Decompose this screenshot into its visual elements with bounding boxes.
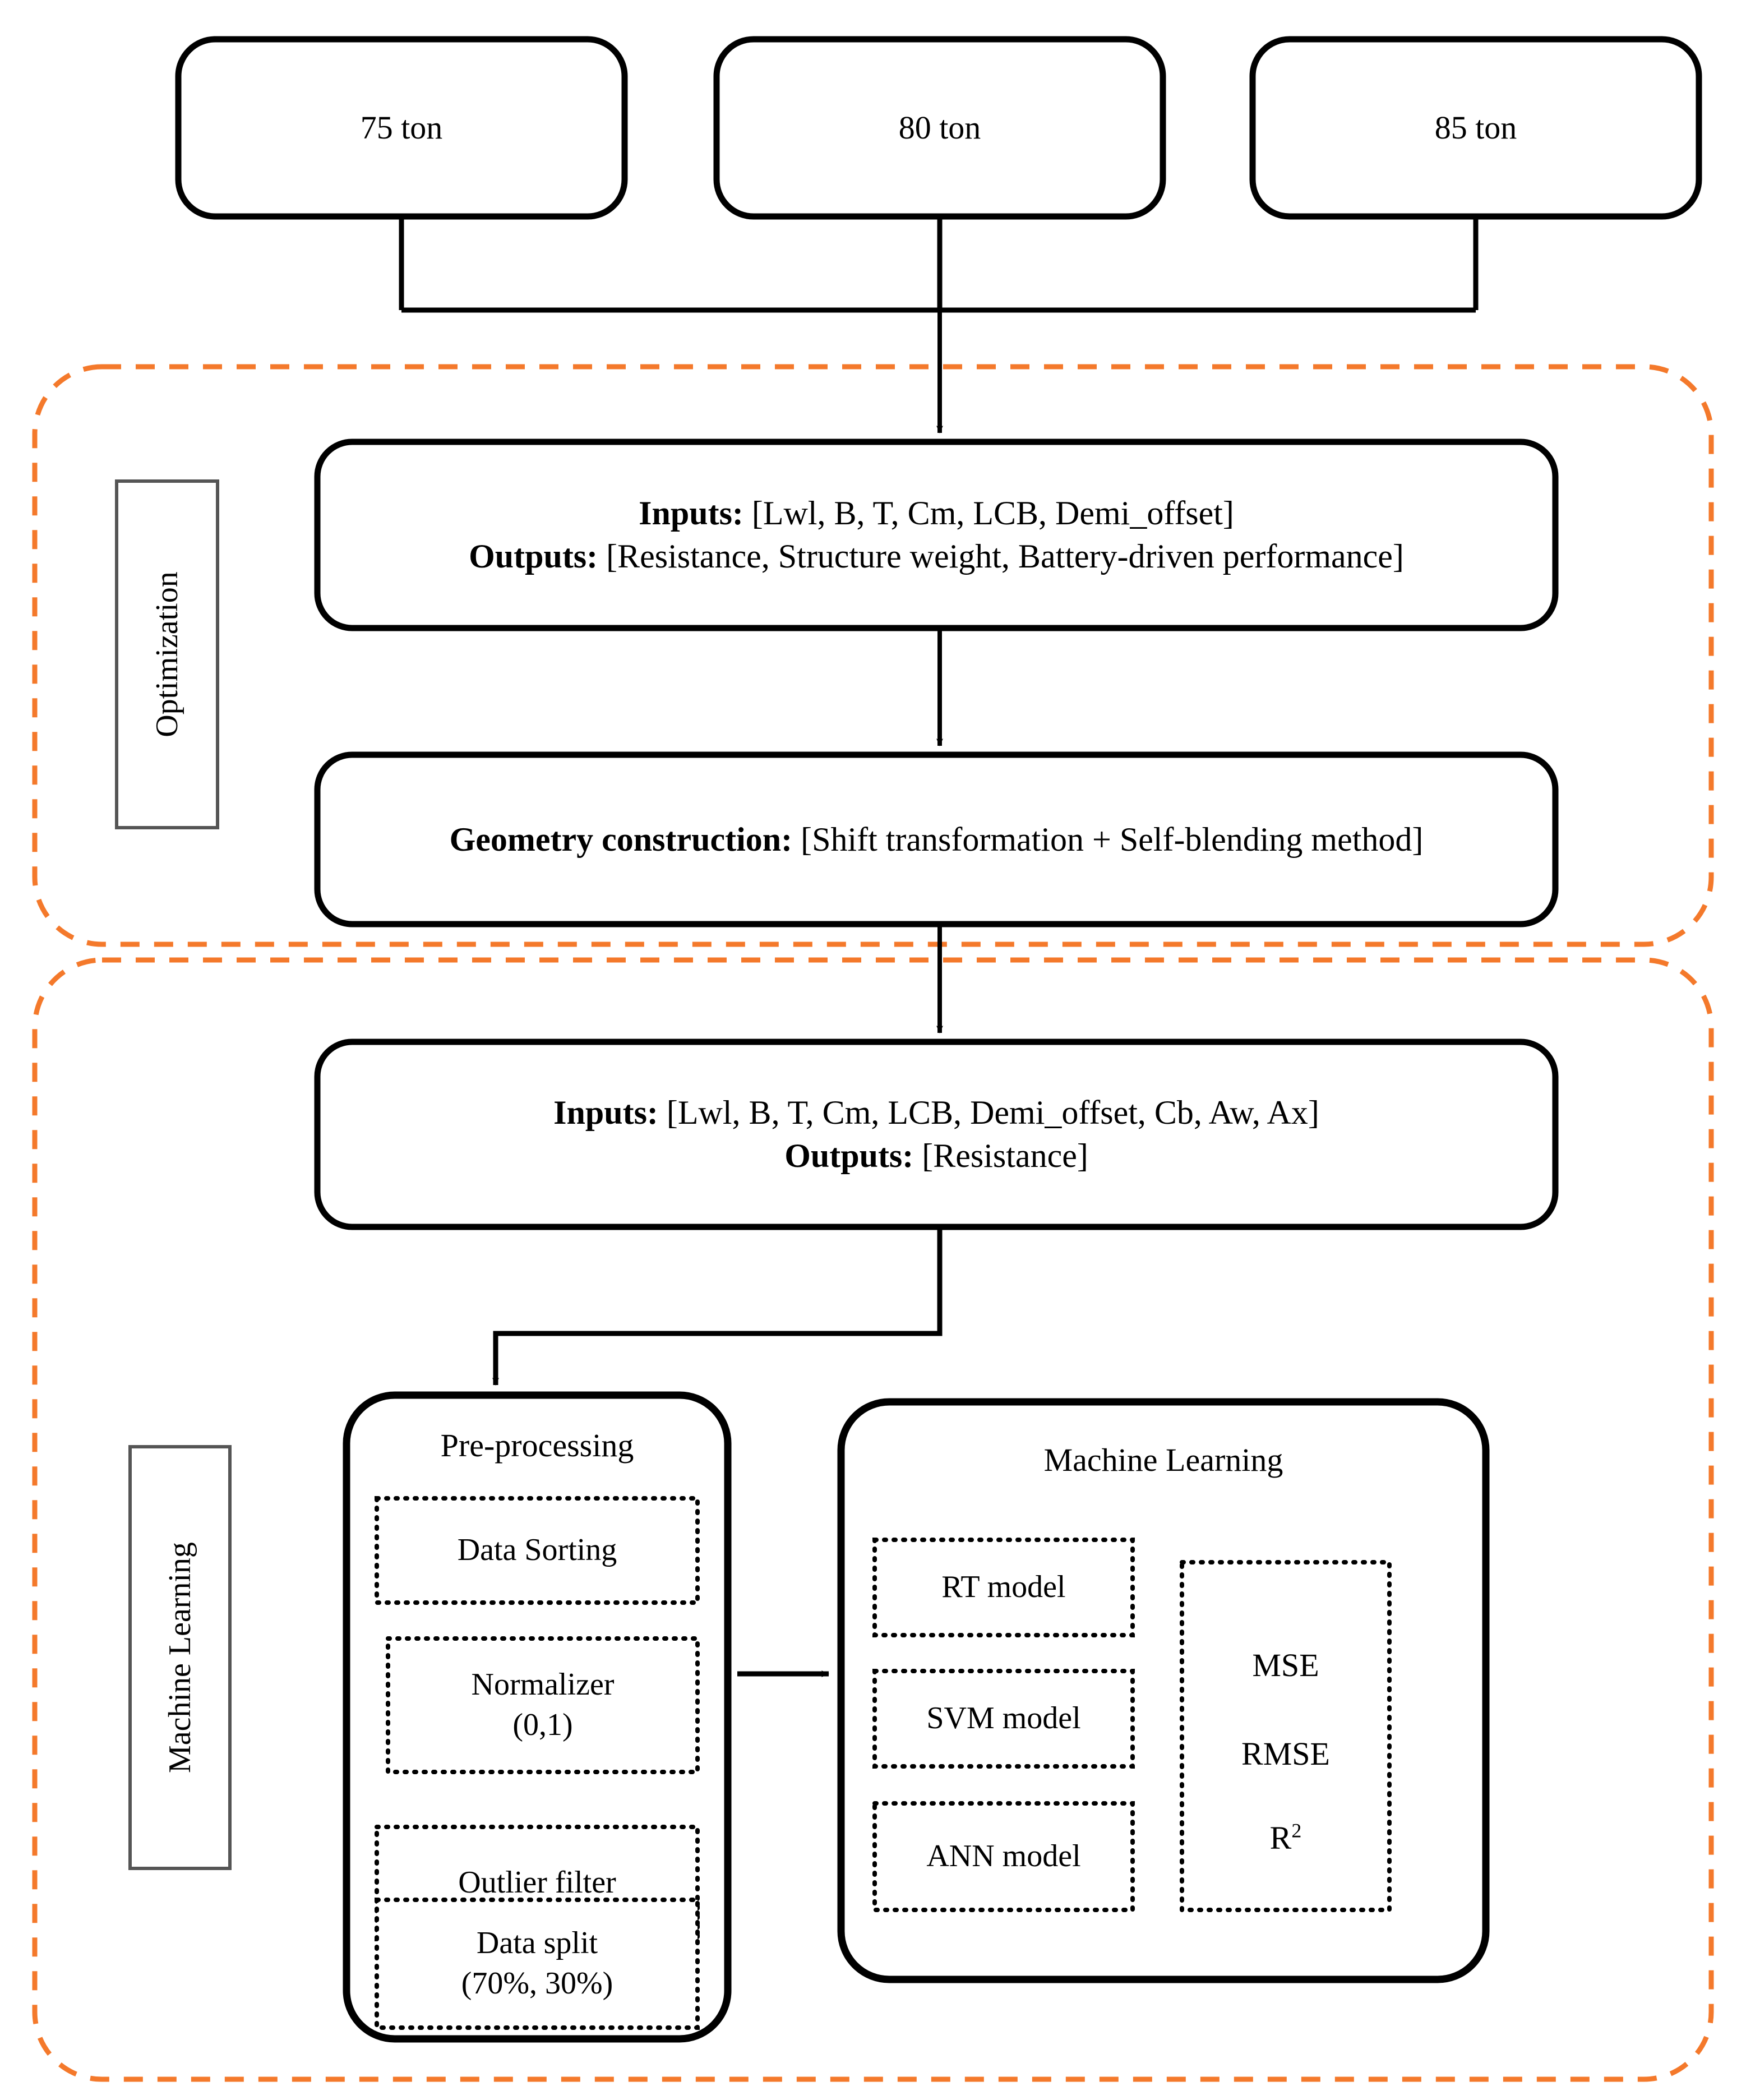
step-box-data-sorting[interactable] — [375, 1496, 700, 1605]
step-box-normalizer[interactable] — [386, 1636, 700, 1774]
connector-tons-bus — [399, 216, 1479, 313]
node-75-ton[interactable] — [175, 36, 628, 220]
machine-learning-group-border — [32, 957, 1714, 2082]
optimization-side-label-box — [115, 479, 219, 829]
metrics-box[interactable] — [1180, 1560, 1392, 1912]
machine-learning-side-label-box — [128, 1445, 232, 1870]
node-85-ton[interactable] — [1249, 36, 1702, 220]
ml-io-box[interactable] — [314, 1039, 1559, 1230]
step-box-data-split[interactable] — [375, 1898, 700, 2030]
node-80-ton[interactable] — [713, 36, 1166, 220]
geometry-construction-box[interactable] — [314, 751, 1559, 927]
optimization-group-border — [32, 364, 1714, 947]
connector-ml-io-to-preprocessing — [492, 1227, 943, 1386]
optimization-io-box[interactable] — [314, 439, 1559, 631]
model-box-ann[interactable] — [872, 1801, 1135, 1912]
model-box-svm[interactable] — [872, 1669, 1135, 1769]
model-box-rt[interactable] — [872, 1538, 1135, 1637]
